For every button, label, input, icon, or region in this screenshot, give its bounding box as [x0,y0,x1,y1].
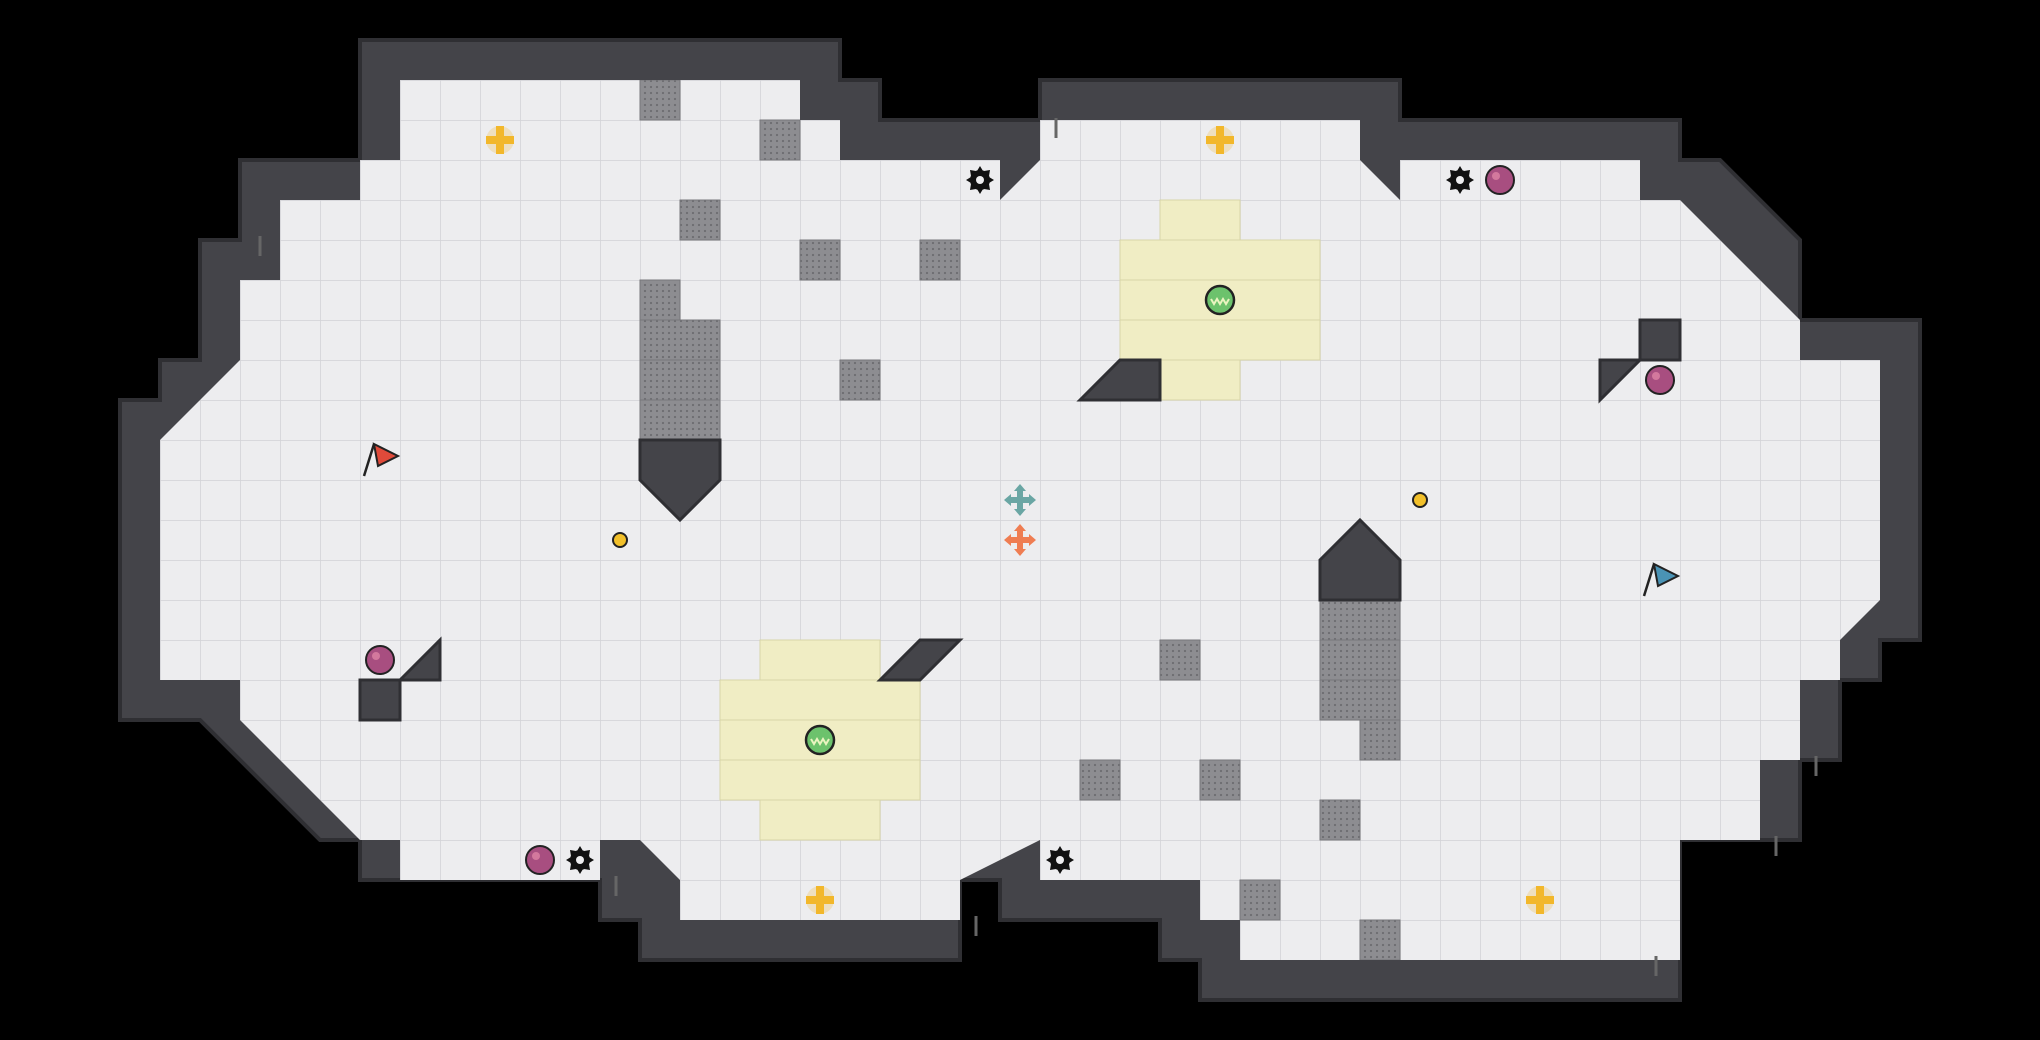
spike-icon [566,846,594,874]
orange-boost-icon[interactable] [1004,524,1036,556]
button-icon[interactable] [612,532,628,548]
red-flag-icon[interactable] [362,442,401,477]
speed-tiles [639,80,1401,960]
portal-icon[interactable] [1204,284,1236,316]
wall-notches [258,118,1818,976]
bomb-icon[interactable] [1485,165,1515,195]
blue-team-zone [1119,199,1321,401]
bomb-icon[interactable] [525,845,555,875]
spike-icon [966,166,994,194]
powerup-icon[interactable] [1526,886,1554,914]
powerup-icon[interactable] [486,126,514,154]
inner-walls [358,318,1682,722]
bomb-icon[interactable] [1645,365,1675,395]
button-icon[interactable] [1412,492,1428,508]
blue-flag-icon[interactable] [1642,562,1681,597]
portal-icon[interactable] [804,724,836,756]
teal-boost-icon[interactable] [1004,484,1036,516]
spike-icon [1446,166,1474,194]
spike-icon [1046,846,1074,874]
bomb-icon[interactable] [365,645,395,675]
powerup-icon[interactable] [806,886,834,914]
powerup-icon[interactable] [1206,126,1234,154]
